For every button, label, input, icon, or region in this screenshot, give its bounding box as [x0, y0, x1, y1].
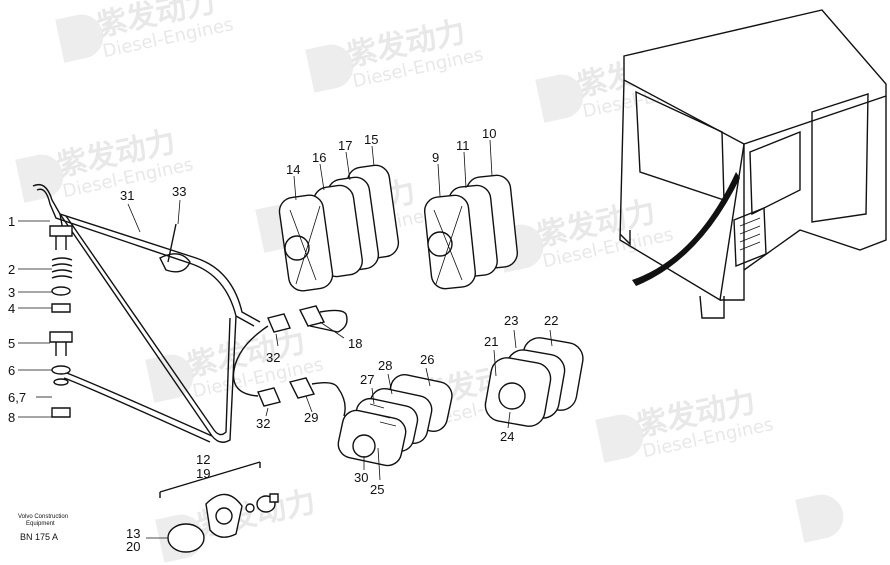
- label-21: 21: [484, 334, 498, 349]
- label-4: 4: [8, 301, 15, 316]
- label-14: 14: [286, 162, 300, 177]
- mirror-set-upper-right: [423, 174, 519, 290]
- label-19: 19: [196, 466, 210, 481]
- label-5: 5: [8, 336, 15, 351]
- connectors: [232, 305, 348, 417]
- mirror-arm-bracket: [32, 183, 261, 443]
- label-25: 25: [370, 482, 384, 497]
- label-10: 10: [482, 126, 496, 141]
- mirror-set-right: [484, 337, 584, 427]
- label-29: 29: [304, 410, 318, 425]
- part-labels: 1 2 3 4 5 6 6,7 8 31 33 14 16 17 15 9 11…: [8, 126, 558, 554]
- label-28: 28: [378, 358, 392, 373]
- label-17: 17: [338, 138, 352, 153]
- label-9: 9: [432, 150, 439, 165]
- label-15: 15: [364, 132, 378, 147]
- label-22: 22: [544, 313, 558, 328]
- leader-lines: [18, 139, 553, 539]
- watermark-9: 紫发动力 Diesel-Engines: [595, 384, 775, 463]
- label-20: 20: [126, 539, 140, 554]
- label-30: 30: [354, 470, 368, 485]
- watermark-4: 紫发动力 Diesel-Engines: [15, 124, 195, 203]
- label-3: 3: [8, 285, 15, 300]
- label-1: 1: [8, 214, 15, 229]
- cab-illustration: [619, 9, 887, 319]
- label-23: 23: [504, 313, 518, 328]
- hardware-stack: [49, 225, 73, 418]
- label-31: 31: [120, 188, 134, 203]
- watermark-2: 紫发动力 Diesel-Engines: [305, 14, 485, 93]
- watermark-1: 紫发动力 Diesel-Engines: [55, 0, 235, 63]
- label-11: 11: [456, 138, 470, 153]
- label-13: 13: [126, 526, 140, 541]
- label-6-7: 6,7: [8, 390, 26, 405]
- mirror-set-upper-left: [278, 164, 400, 292]
- label-16: 16: [312, 150, 326, 165]
- label-12: 12: [196, 452, 210, 467]
- label-18: 18: [348, 336, 362, 351]
- diagram-code: BN 175 A: [20, 532, 58, 542]
- label-8: 8: [8, 410, 15, 425]
- credit-block: Volvo Construction Equipment BN 175 A: [18, 514, 68, 542]
- watermark-11: [795, 494, 844, 543]
- label-27: 27: [360, 372, 374, 387]
- label-32-lower: 32: [256, 416, 270, 431]
- credit-line-1: Volvo Construction: [18, 514, 68, 520]
- label-2: 2: [8, 262, 15, 277]
- label-26: 26: [420, 352, 434, 367]
- watermark-6: 紫发动力 Diesel-Engines: [495, 194, 675, 273]
- label-24: 24: [500, 429, 514, 444]
- label-32-upper: 32: [266, 350, 280, 365]
- label-33: 33: [172, 184, 186, 199]
- credit-line-2: Equipment: [26, 521, 55, 527]
- label-6: 6: [8, 363, 15, 378]
- mirror-set-middle: [337, 374, 453, 467]
